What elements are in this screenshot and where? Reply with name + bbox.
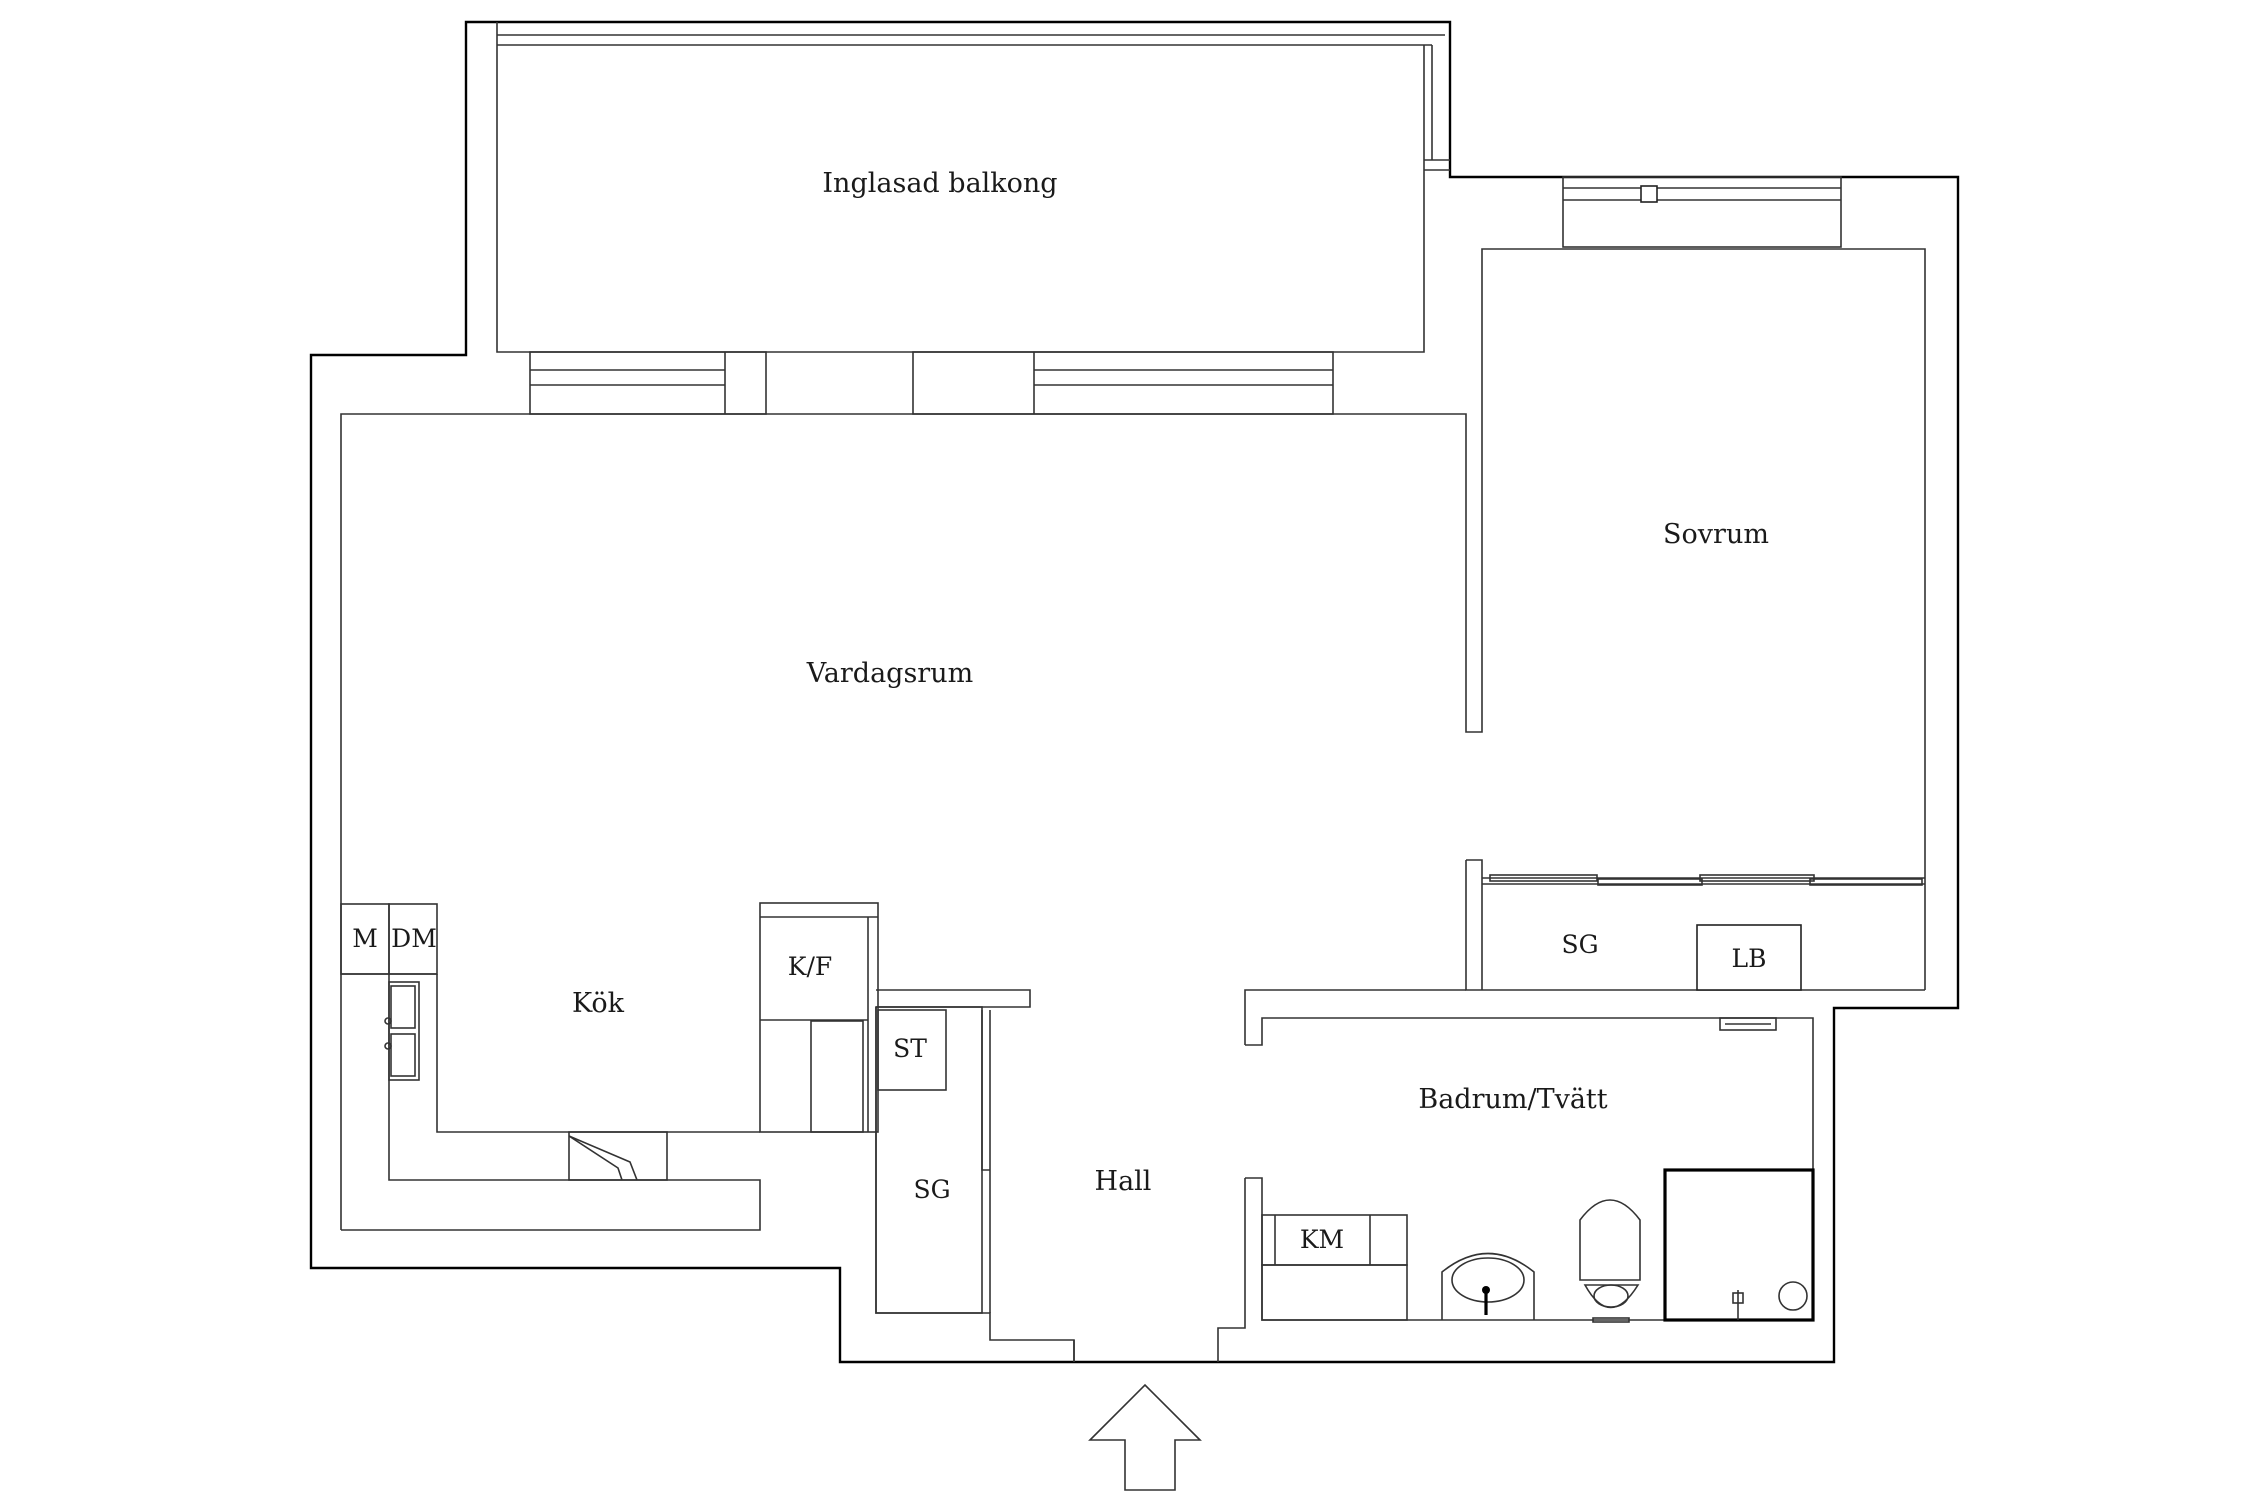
shower	[1663, 1168, 1815, 1322]
label-microwave: M	[352, 924, 378, 953]
bedroom-closet	[1465, 859, 1925, 991]
balcony-windows	[529, 351, 1334, 415]
label-dishwasher: DM	[391, 924, 437, 953]
room-label-hall: Hall	[1095, 1166, 1152, 1197]
label-closet-hall: SG	[913, 1175, 950, 1204]
living-room-wall	[340, 248, 1926, 1230]
sink	[1441, 1252, 1535, 1320]
room-label-living: Vardagsrum	[806, 658, 973, 689]
room-label-kitchen: Kök	[572, 988, 625, 1019]
label-storage: ST	[893, 1034, 927, 1063]
arrow-up-icon	[1088, 1383, 1202, 1491]
room-label-balcony: Inglasad balkong	[822, 168, 1057, 199]
bedroom-window	[1562, 176, 1842, 248]
label-fridge-freezer: K/F	[788, 952, 832, 981]
room-label-bathroom: Badrum/Tvätt	[1418, 1084, 1607, 1115]
label-linen: LB	[1732, 944, 1767, 973]
washer-unit	[1261, 1214, 1408, 1321]
bathroom-walls	[1217, 989, 1814, 1362]
kitchen	[340, 902, 879, 1231]
room-label-bedroom: Sovrum	[1663, 519, 1769, 550]
toilet	[1579, 1199, 1641, 1323]
hall-closet	[875, 1006, 983, 1314]
label-closet-bedroom: SG	[1561, 930, 1598, 959]
label-washer: KM	[1300, 1225, 1344, 1254]
outer-wall	[309, 20, 1960, 1364]
